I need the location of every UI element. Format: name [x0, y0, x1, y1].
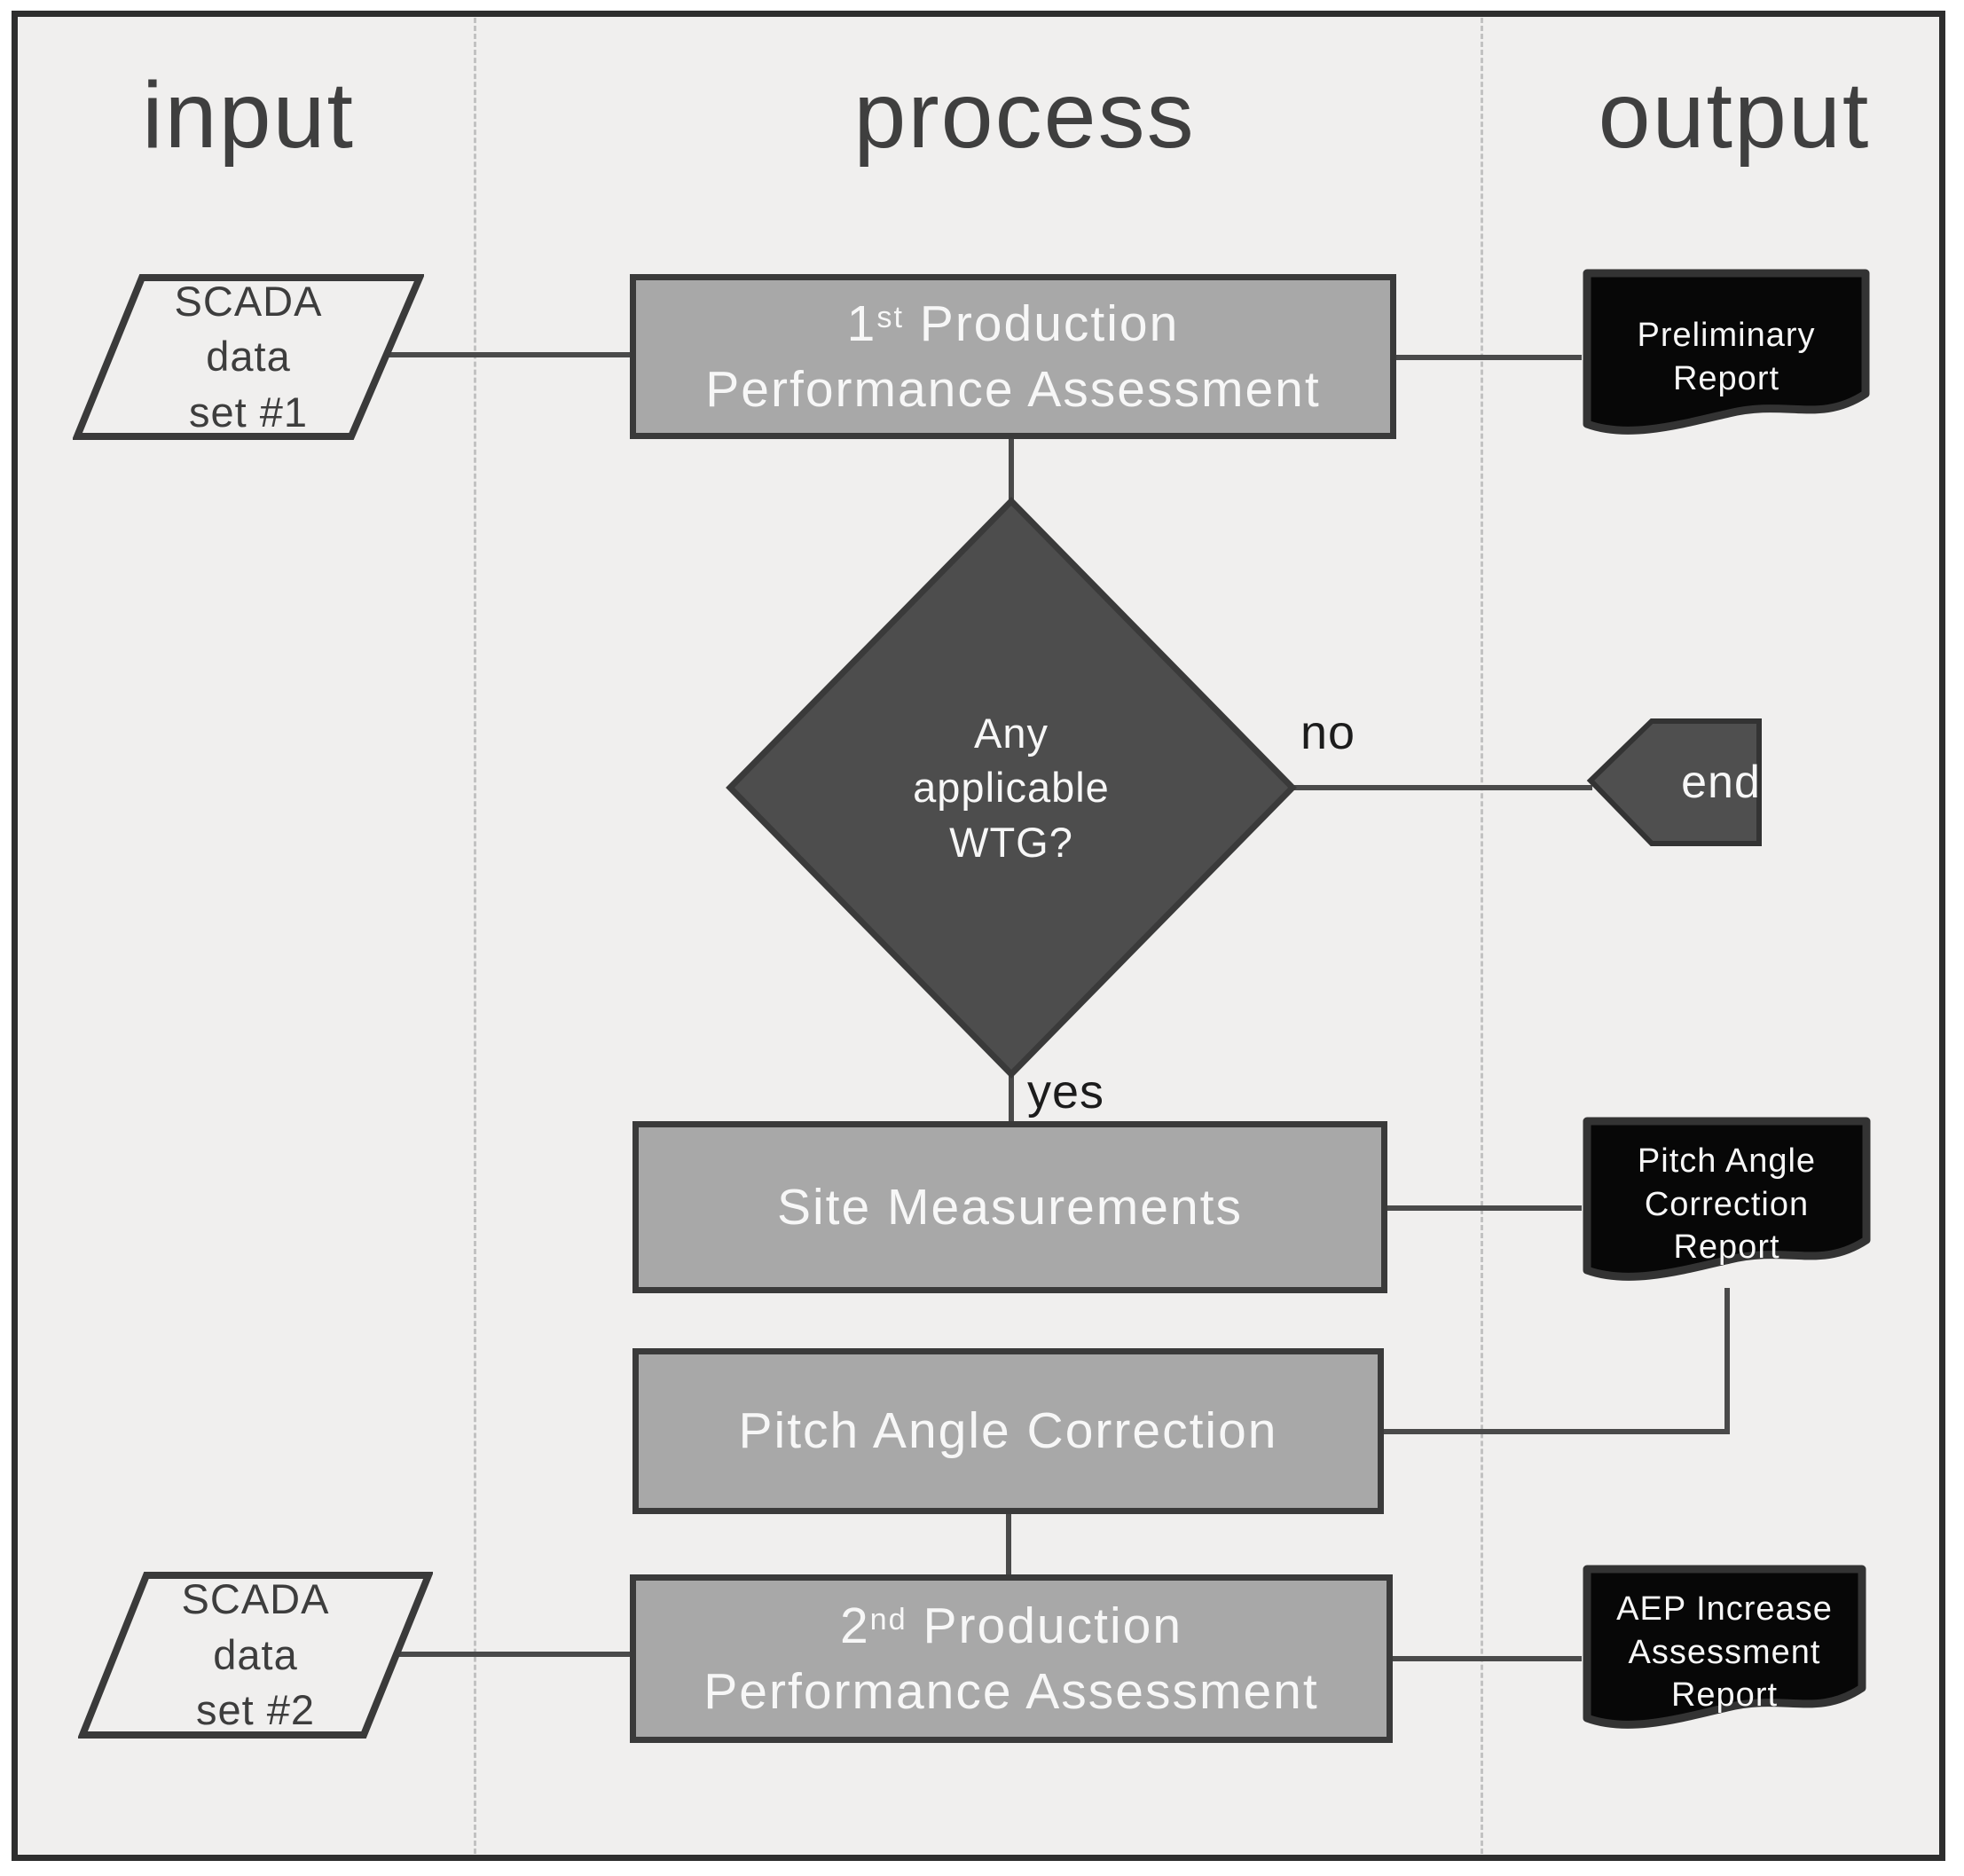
box1-number: 1 [846, 294, 877, 352]
edge-box4-to-doc3 [1391, 1656, 1582, 1661]
box4-line1: 2nd Production [840, 1593, 1182, 1659]
document-shape [1583, 1565, 1866, 1729]
box4-number: 2 [839, 1597, 870, 1654]
edge-decision-yes-to-box2 [1009, 1075, 1014, 1125]
box1-ordinal-suffix: st [876, 300, 904, 334]
edge-box1-to-decision [1009, 436, 1014, 504]
diamond-shape [726, 497, 1297, 1079]
box3-label: Pitch Angle Correction [738, 1402, 1278, 1460]
parallelogram-shape [73, 274, 424, 440]
edge-scada2-to-box4 [396, 1652, 630, 1657]
process-box-2nd-production-performance-assessment: 2nd Production Performance Assessment [630, 1574, 1393, 1743]
edge-scada1-to-box1 [388, 352, 630, 357]
column-heading-output: output [1598, 63, 1871, 168]
edge-decision-no-to-end [1293, 785, 1592, 790]
edge-label-no: no [1300, 706, 1356, 759]
decision-any-applicable-wtg: Any applicable WTG? [724, 495, 1299, 1080]
process-box-1st-production-performance-assessment: 1st Production Performance Assessment [630, 274, 1396, 439]
output-document-preliminary-report: Preliminary Report [1582, 268, 1871, 447]
column-heading-process: process [853, 63, 1196, 168]
edge-doc2-to-box3 [1380, 1429, 1730, 1434]
box1-line2: Performance Assessment [705, 361, 1321, 418]
output-document-aep-increase-assessment-report: AEP Increase Assessment Report [1582, 1564, 1867, 1741]
column-separator-input-process [474, 18, 476, 1854]
edge-doc2-down-segment [1724, 1288, 1730, 1434]
column-separator-process-output [1481, 18, 1483, 1854]
input-node-scada-data-set-2: SCADA data set #2 [78, 1571, 433, 1739]
box4-ordinal-suffix: nd [869, 1602, 907, 1637]
end-shape [1586, 718, 1762, 846]
process-box-pitch-angle-correction: Pitch Angle Correction [632, 1348, 1384, 1514]
input-node-scada-data-set-1: SCADA data set #1 [73, 273, 424, 441]
document-shape [1583, 1117, 1871, 1281]
edge-box2-to-doc2 [1386, 1205, 1582, 1211]
box1-line1: 1st Production [847, 291, 1180, 357]
edge-label-yes: yes [1027, 1065, 1105, 1119]
box2-label: Site Measurements [776, 1178, 1244, 1236]
edge-box3-to-box4 [1006, 1511, 1011, 1578]
process-box-site-measurements: Site Measurements [632, 1121, 1387, 1293]
box1-line1-rest: Production [903, 294, 1180, 352]
output-document-pitch-angle-correction-report: Pitch Angle Correction Report [1582, 1116, 1872, 1293]
parallelogram-shape [78, 1572, 433, 1739]
terminator-end: end [1586, 717, 1764, 848]
box4-line1-rest: Production [907, 1597, 1183, 1654]
box4-line2: Performance Assessment [703, 1663, 1319, 1720]
document-shape [1583, 269, 1870, 435]
column-heading-input: input [142, 63, 355, 168]
edge-box1-to-doc1 [1393, 355, 1582, 360]
